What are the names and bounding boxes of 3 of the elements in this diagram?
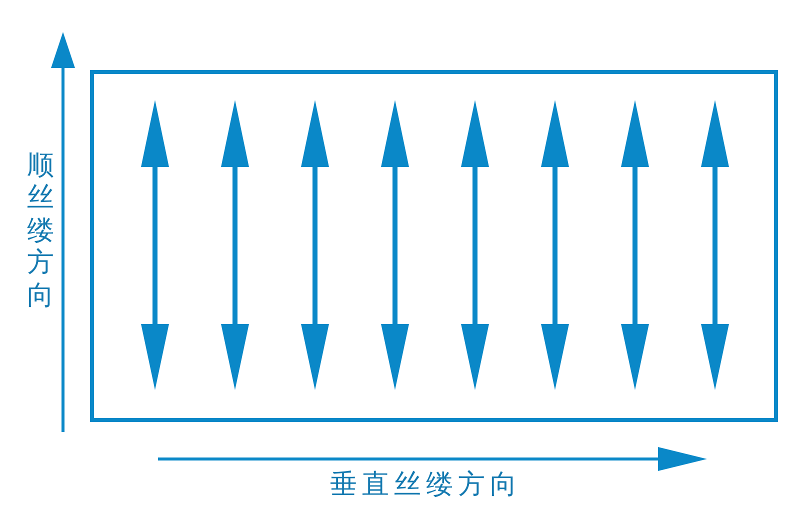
axis-label: 顺丝缕方向 — [27, 150, 54, 312]
axis-label: 垂直丝缕方向 — [330, 468, 522, 502]
fabric-outline — [90, 70, 778, 422]
